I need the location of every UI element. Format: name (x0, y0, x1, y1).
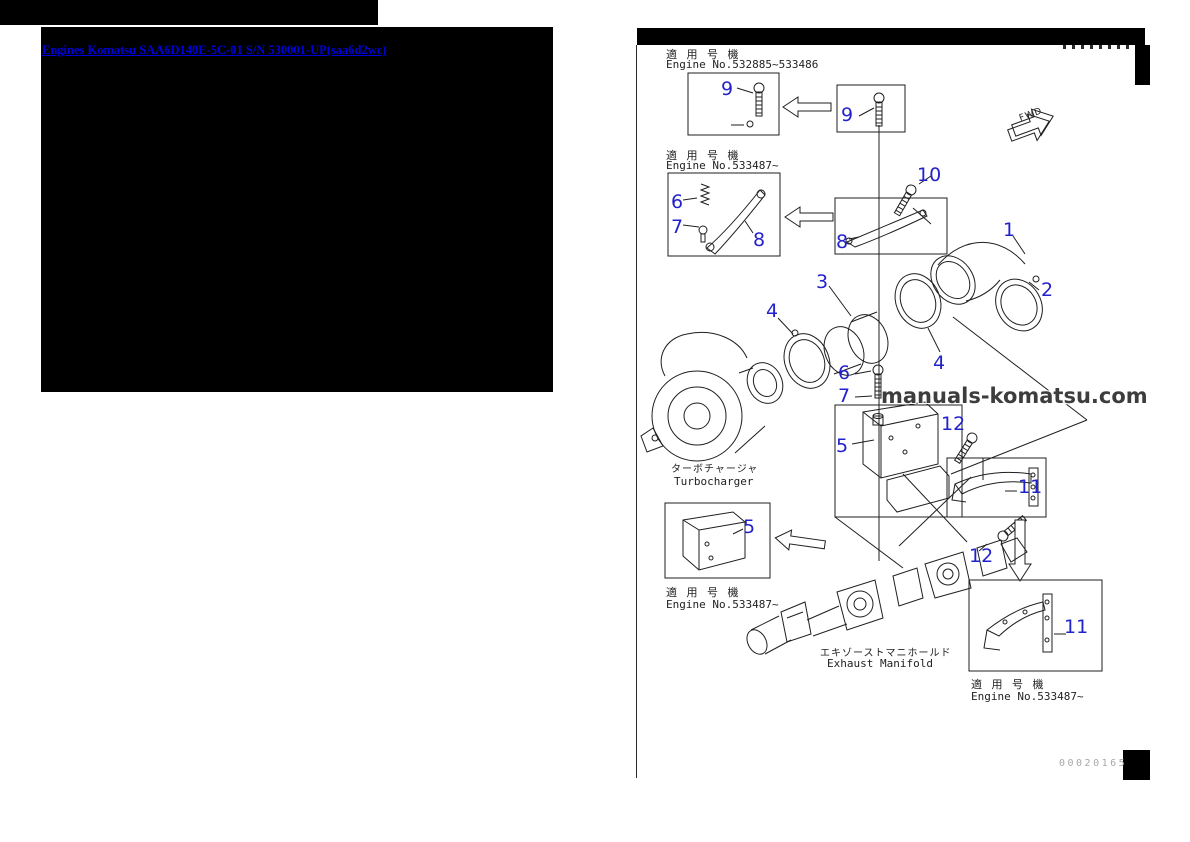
bracket-11-drawing (834, 404, 1047, 552)
direction-arrows (774, 96, 1032, 582)
scan-corner-block-top-right (1135, 45, 1150, 85)
callout-5: 5 (743, 516, 756, 538)
callout-6: 6 (838, 362, 851, 384)
callout-9: 9 (721, 78, 734, 100)
callout-12: 12 (969, 545, 994, 567)
exhaust-manifold-drawing (746, 537, 1028, 655)
callout-9: 9 (841, 104, 854, 126)
turbocharger-drawing (640, 332, 784, 462)
serial-header-mid-en: Engine No.533487~ (666, 159, 779, 172)
diagram-line-art (640, 72, 1103, 672)
elbow-assembly (777, 235, 1043, 426)
callout-5: 5 (836, 435, 849, 457)
serial-header-top-jp: 適 用 号 機 (666, 48, 742, 61)
turbocharger-label-jp: ターボチャージャ (671, 464, 759, 475)
turbocharger-label-en: Turbocharger (674, 475, 754, 488)
callout-2: 2 (1041, 279, 1054, 301)
serial-header-bottom-left-jp: 適 用 号 機 (666, 586, 742, 599)
parts-diagram-page: 適 用 号 機 Engine No.532885~533486 適 用 号 機 … (635, 28, 1150, 780)
engine-catalog-link[interactable]: Engines Komatsu SAA6D140E-5C-01 S/N 5300… (42, 43, 387, 57)
scan-corner-block-bottom-right (1123, 750, 1150, 780)
bottom-right-bracket (968, 579, 1103, 672)
registration-dashes (1063, 45, 1133, 49)
heat-shield-drawing (851, 401, 950, 513)
callout-1: 1 (1003, 219, 1016, 241)
serial-header-top-en: Engine No.532885~533486 (666, 58, 819, 71)
callout-8: 8 (836, 231, 849, 253)
callout-11: 11 (1018, 476, 1043, 498)
callout-12: 12 (941, 413, 966, 435)
leader-lines (834, 316, 1088, 569)
serial-header-bottom-right-jp: 適 用 号 機 (971, 678, 1047, 691)
mid-bracket-boxes (667, 172, 948, 257)
page-header-black-bar (637, 28, 1145, 45)
fwd-arrow-icon (1007, 108, 1054, 142)
callout-4: 4 (933, 352, 946, 374)
bottom-left-cover (664, 502, 771, 579)
manifold-label-en: Exhaust Manifold (827, 657, 933, 670)
top-black-bar (0, 0, 378, 25)
watermark-text: manuals-komatsu.com (881, 384, 1148, 408)
callout-7: 7 (671, 216, 684, 238)
manifold-label-jp: エキゾーストマニホールド (820, 648, 952, 659)
page-number: 00020165 (1059, 758, 1128, 769)
left-black-panel: Engines Komatsu SAA6D140E-5C-01 S/N 5300… (41, 27, 553, 392)
callout-3: 3 (816, 271, 829, 293)
callout-7: 7 (838, 385, 851, 407)
callout-10: 10 (917, 164, 942, 186)
serial-header-bottom-right-en: Engine No.533487~ (971, 690, 1084, 703)
callout-4: 4 (766, 300, 779, 322)
serial-header-mid-jp: 適 用 号 機 (666, 149, 742, 162)
callout-11: 11 (1064, 616, 1089, 638)
callout-8: 8 (753, 229, 766, 251)
callout-6: 6 (671, 191, 684, 213)
page-left-border (636, 45, 637, 778)
serial-header-bottom-left-en: Engine No.533487~ (666, 598, 779, 611)
